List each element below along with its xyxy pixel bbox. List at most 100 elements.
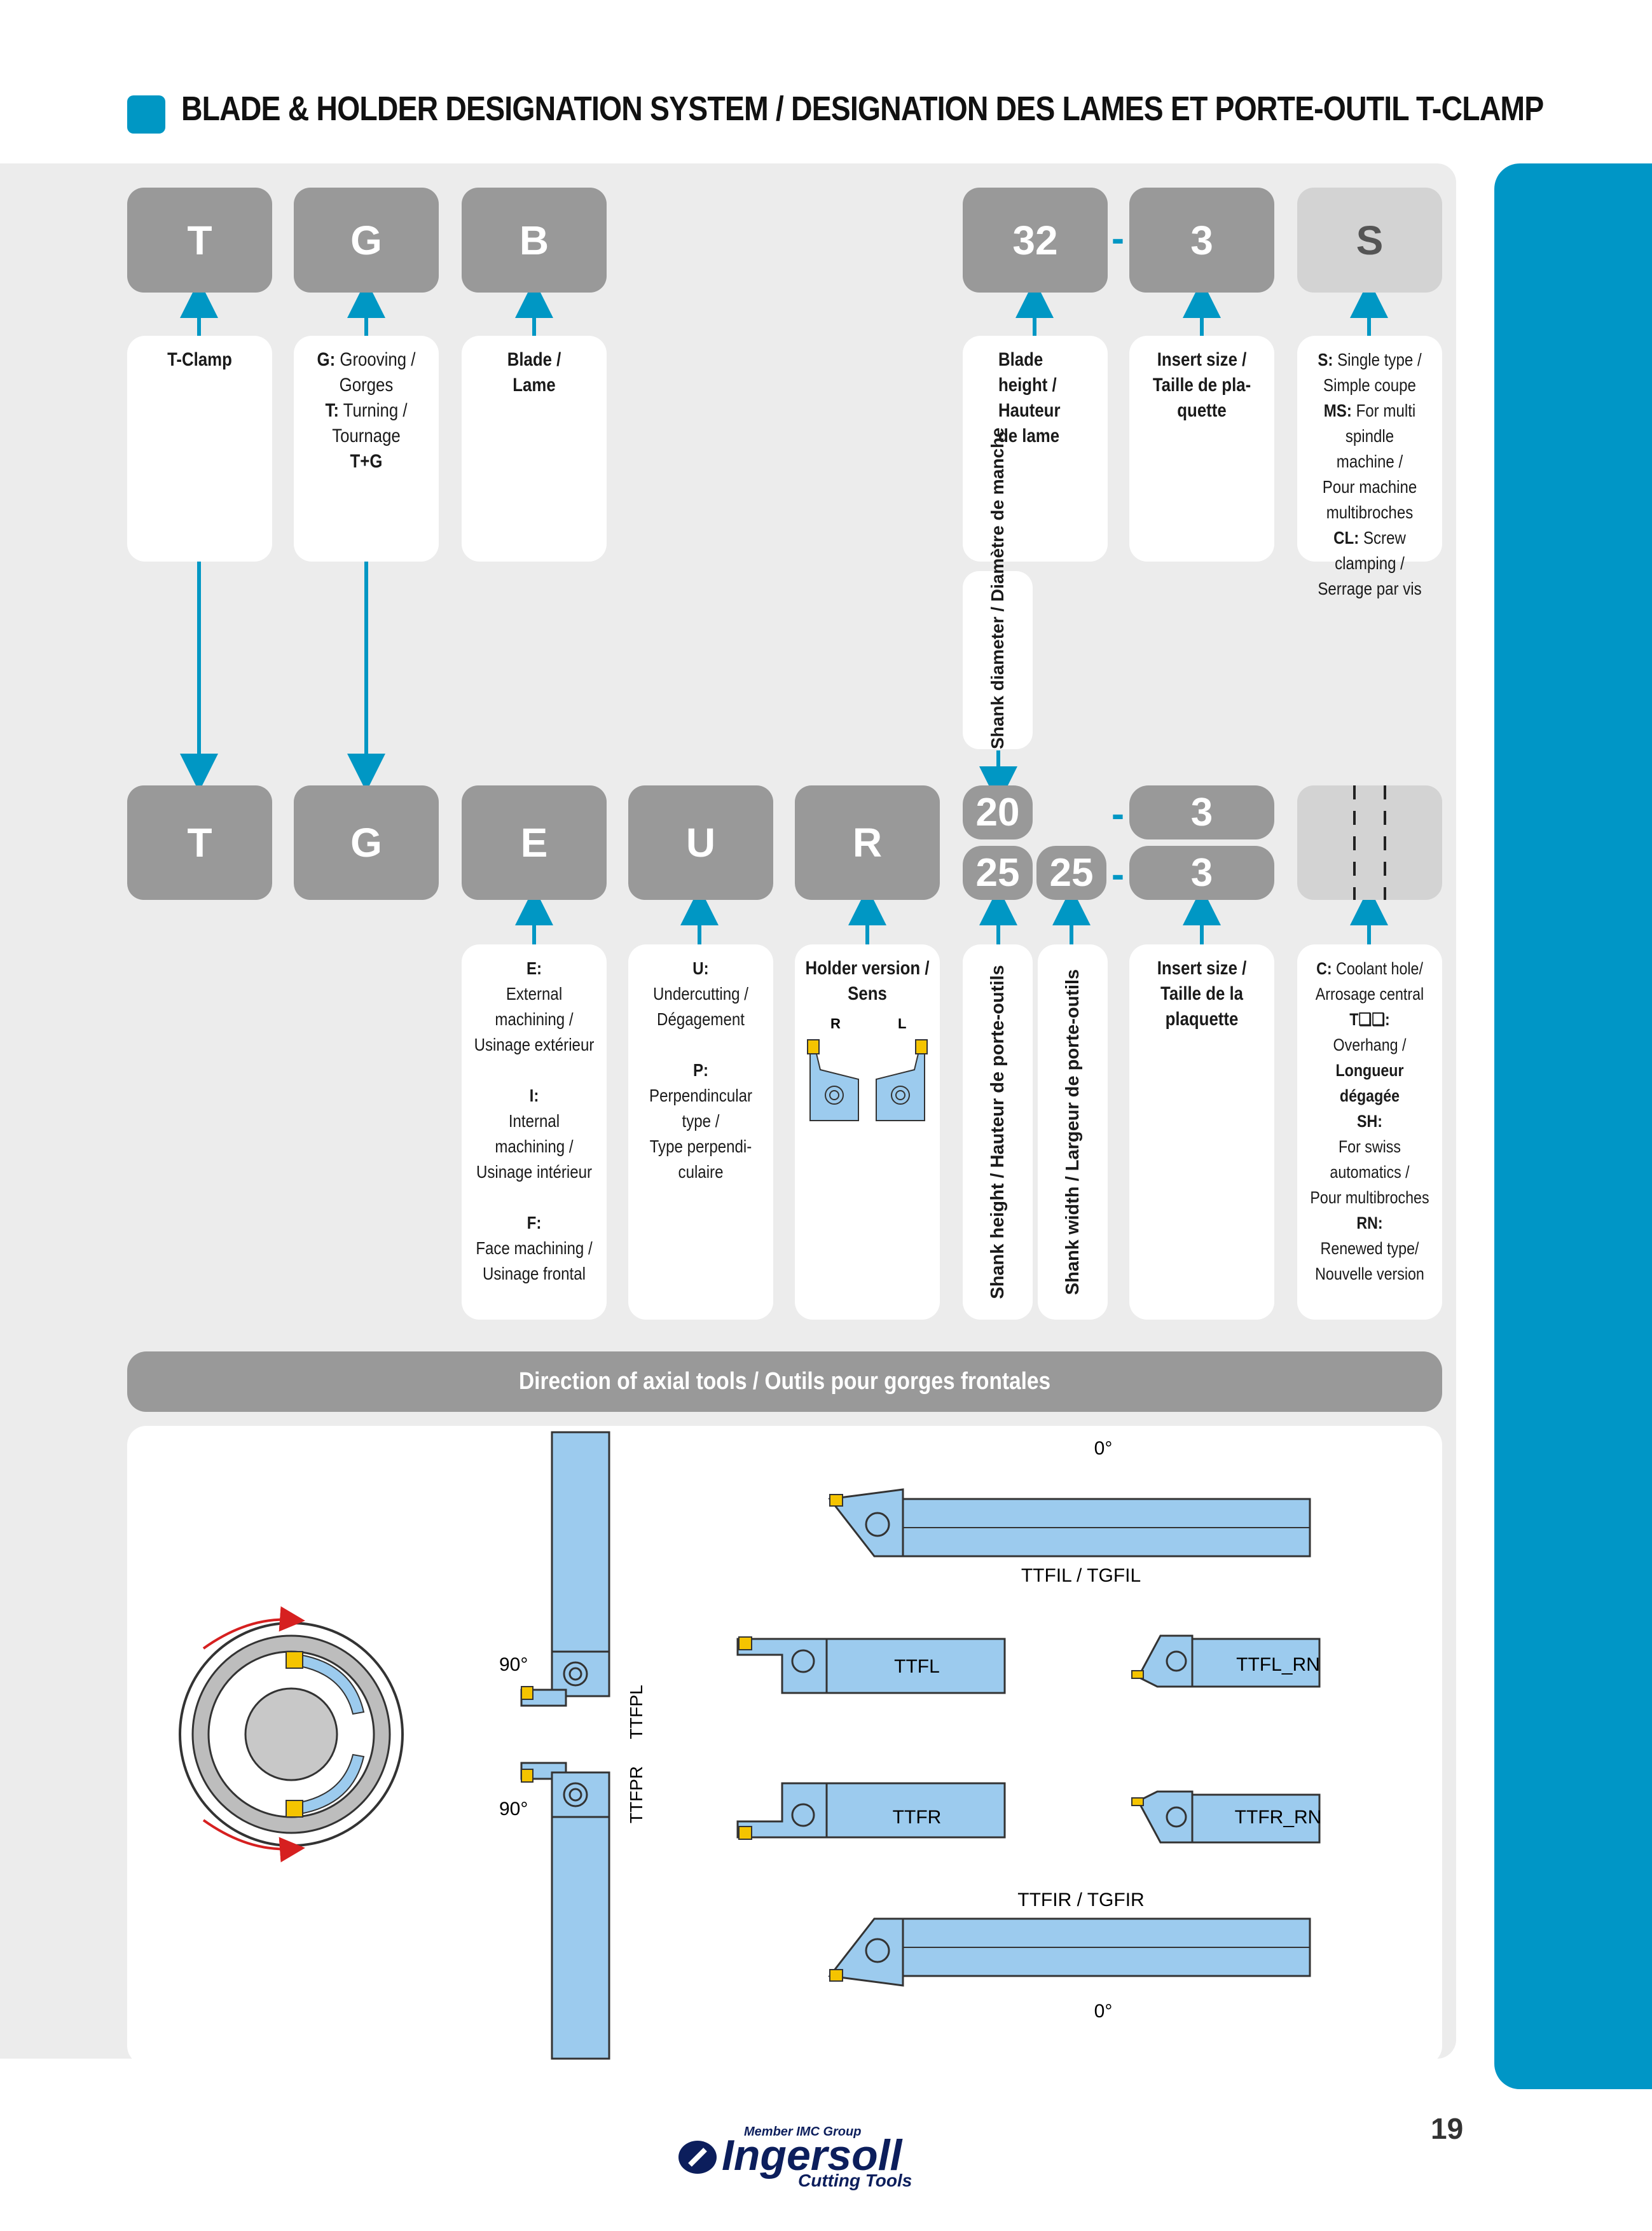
- desc-text: For multi spindle: [1345, 401, 1416, 446]
- holder-code-shank-25: 25: [963, 846, 1033, 900]
- desc-insert-size: Insert size / Taille de pla- quette: [1129, 336, 1274, 562]
- desc-text: Arrosage central: [1315, 984, 1424, 1004]
- key-g: G:: [317, 349, 336, 370]
- desc-text: Grooving /: [340, 349, 416, 370]
- code-box-type: S: [1297, 188, 1442, 293]
- desc-text: quette: [1177, 400, 1227, 421]
- key-f: F:: [527, 1213, 542, 1233]
- axial-tools-diagram: 90° TTFPL 90° TTFPR 0° TTFIL / TGFIL TTF…: [179, 1431, 1322, 2060]
- key-e: E:: [526, 958, 542, 978]
- page-title: BLADE & HOLDER DESIGNATION SYSTEM / DESI…: [181, 90, 1544, 128]
- key-sh: SH:: [1357, 1112, 1382, 1131]
- desc-text: Blade: [998, 349, 1043, 370]
- desc-text: Pour multibroches: [1310, 1188, 1429, 1207]
- logo-sub: Cutting Tools: [798, 2171, 912, 2190]
- ttfl-rn-label: TTFL_RN: [1236, 1654, 1320, 1675]
- desc-text: T-Clamp: [167, 349, 232, 370]
- logo-graphic: Member IMC Group Ingersoll Cutting Tools: [678, 2125, 912, 2190]
- workpiece-ring-diagram: [179, 1606, 404, 1863]
- desc-text: Lame: [513, 375, 556, 396]
- code-box-g: G: [294, 188, 439, 293]
- desc-text: machine /: [1336, 452, 1403, 471]
- desc-holder-version: Holder version / Sens R L: [795, 944, 940, 1320]
- desc-text: plaquette: [1165, 1009, 1239, 1030]
- desc-text: height /: [998, 375, 1057, 396]
- holder-left-icon: [876, 1039, 928, 1121]
- holder-code-r: R: [795, 785, 940, 900]
- desc-t-clamp: T-Clamp: [127, 336, 272, 562]
- key-p: P:: [692, 1060, 709, 1080]
- ingersoll-logo: Member IMC Group Ingersoll Cutting Tools: [671, 2118, 938, 2197]
- holder-right-icon: [807, 1039, 859, 1121]
- header-square-icon: [127, 95, 165, 134]
- ttfl-tool-icon: [736, 1636, 1006, 1694]
- desc-blade: Blade / Lame: [462, 336, 607, 562]
- desc-text: de lame: [998, 425, 1060, 446]
- deg0-top-label: 0°: [1094, 1438, 1113, 1459]
- desc-text: T+G: [350, 451, 383, 472]
- ttfr-rn-label: TTFR_RN: [1235, 1807, 1322, 1828]
- desc-text: Simple coupe: [1323, 375, 1416, 395]
- ttfpl-tool-icon: [520, 1431, 610, 1707]
- holder-code-shank-20: 20: [963, 785, 1033, 839]
- code-dash: -: [1112, 217, 1124, 259]
- key-u: U:: [692, 958, 709, 978]
- code-box-insert-size: 3: [1129, 188, 1274, 293]
- desc-blade-height: Blade height / Hauteur de lame: [963, 336, 1108, 562]
- desc-shank-height: Shank height / Hauteur de porte-outils: [963, 944, 1033, 1320]
- key-i: I:: [529, 1086, 539, 1105]
- key-s: S:: [1318, 350, 1333, 370]
- desc-text: type /: [682, 1111, 720, 1131]
- desc-holder-insert-size: Insert size / Taille de la plaquette: [1129, 944, 1274, 1320]
- desc-type: S: Single type / Simple coupe MS: For mu…: [1297, 336, 1442, 598]
- version-l-label: L: [898, 1016, 906, 1032]
- desc-machining: E: External machining / Usinage extérieu…: [462, 944, 607, 1320]
- desc-shank-width: Shank width / Largeur de porte-outils: [1038, 944, 1108, 1320]
- key-t: T:: [325, 400, 339, 421]
- logo-name: Ingersoll: [722, 2131, 903, 2179]
- code-box-b: B: [462, 188, 607, 293]
- ttfl-rn-tool-icon: [1131, 1634, 1321, 1688]
- holder-dash-2: -: [1112, 853, 1124, 895]
- ttfil-label: TTFIL / TGFIL: [1021, 1565, 1141, 1586]
- desc-text: Serrage par vis: [1318, 579, 1422, 598]
- ttfr-rn-tool-icon: [1131, 1790, 1321, 1844]
- holder-code-insert-2: 3: [1129, 846, 1274, 900]
- ttfpl-label: TTFPL: [626, 1685, 646, 1739]
- desc-options: C: Coolant hole/ Arrosage central T❑❑: O…: [1297, 944, 1442, 1320]
- axial-tools-banner: Direction of axial tools / Outils pour g…: [127, 1351, 1442, 1412]
- deg90-a-label: 90°: [499, 1654, 528, 1675]
- desc-text: Nouvelle version: [1315, 1264, 1424, 1283]
- banner-text: Direction of axial tools / Outils pour g…: [518, 1368, 1051, 1395]
- version-r-label: R: [830, 1016, 841, 1032]
- desc-text: Coolant hole/: [1336, 959, 1423, 978]
- desc-text: Holder version /: [805, 958, 930, 979]
- desc-text: Usinage intérieur: [476, 1162, 593, 1182]
- desc-text: Type perpendi-: [649, 1136, 752, 1156]
- ttfir-tool-icon: [828, 1917, 1311, 1987]
- page-number: 19: [1431, 2112, 1464, 2145]
- holder-code-options: [1297, 785, 1442, 900]
- desc-text: culaire: [678, 1162, 724, 1182]
- key-t-overhang: T❑❑:: [1349, 1010, 1390, 1029]
- desc-text: Renewed type/: [1320, 1239, 1419, 1258]
- desc-text: Single type /: [1337, 350, 1422, 370]
- shank-width-label: Shank width / Largeur de porte-outils: [1063, 969, 1083, 1295]
- ttfpr-label: TTFPR: [626, 1766, 646, 1823]
- desc-text: Undercutting /: [653, 984, 748, 1004]
- key-ms: MS:: [1323, 401, 1352, 420]
- desc-text: Hauteur: [998, 400, 1061, 421]
- key-c: C:: [1316, 959, 1332, 978]
- desc-text: Overhang /: [1333, 1035, 1407, 1054]
- holder-version-illustration: R L: [807, 1016, 928, 1121]
- logo-member: Member IMC Group: [744, 2125, 861, 2139]
- desc-text: Longueur dégagée: [1335, 1061, 1404, 1105]
- desc-text: For swiss automatics /: [1330, 1137, 1410, 1182]
- desc-text: Taille de la: [1160, 983, 1243, 1004]
- shank-diameter-label: Shank diameter / Diamètre de manche: [988, 427, 1007, 749]
- desc-text: Dégagement: [657, 1009, 745, 1029]
- desc-text: Usinage extérieur: [474, 1035, 595, 1054]
- desc-text: Usinage frontal: [483, 1264, 586, 1283]
- desc-text: Insert size /: [1157, 958, 1247, 979]
